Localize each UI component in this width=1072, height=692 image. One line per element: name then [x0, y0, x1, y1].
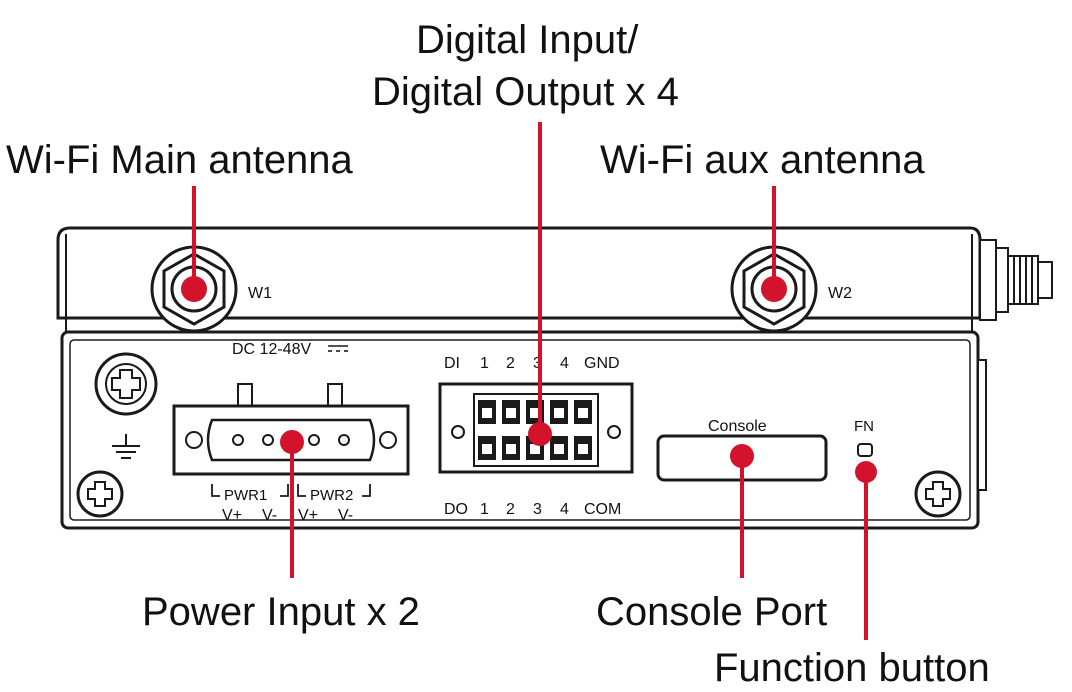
marker-power-input — [280, 430, 304, 454]
di-pin-1: 1 — [480, 355, 489, 372]
di-gnd: GND — [584, 355, 620, 372]
do-pin-3: 3 — [533, 501, 542, 518]
pwr-pin-1: V+ — [222, 507, 242, 524]
pwr2-label: PWR2 — [310, 487, 353, 504]
di-label: DI — [444, 355, 460, 372]
callout-wifi-main: Wi-Fi Main antenna — [6, 138, 353, 182]
do-pin-1: 1 — [480, 501, 489, 518]
pwr-pin-3: V+ — [298, 507, 318, 524]
di-pin-4: 4 — [560, 355, 569, 372]
fn-label: FN — [854, 418, 874, 435]
do-pin-2: 2 — [506, 501, 515, 518]
marker-console-port — [730, 444, 754, 468]
console-label: Console — [708, 418, 767, 435]
di-pin-3: 3 — [533, 355, 542, 372]
screw-bottom-left — [76, 470, 124, 518]
pwr-pin-2: V- — [262, 507, 277, 524]
callout-digital-io-line2: Digital Output x 4 — [372, 70, 679, 114]
w2-label: W2 — [828, 285, 852, 302]
side-bracket — [977, 359, 987, 491]
device-body-inner — [69, 339, 971, 521]
callout-markers — [181, 276, 877, 483]
dc-symbol-icon — [328, 345, 348, 352]
di-pin-2: 2 — [506, 355, 515, 372]
callout-wifi-aux: Wi-Fi aux antenna — [600, 138, 925, 182]
marker-wifi-main — [181, 276, 207, 302]
do-label: DO — [444, 501, 468, 518]
w1-label: W1 — [248, 285, 272, 302]
pwr-brackets — [211, 484, 371, 497]
ground-symbol-icon — [112, 434, 140, 459]
fn-button-outline — [857, 443, 873, 457]
callout-digital-io-line1: Digital Input/ — [416, 18, 639, 62]
callout-leaders — [192, 122, 868, 640]
do-com: COM — [584, 501, 621, 518]
pwr1-label: PWR1 — [224, 487, 267, 504]
do-pin-4: 4 — [560, 501, 569, 518]
callout-function-button: Function button — [714, 646, 990, 690]
marker-function-button — [855, 461, 877, 483]
screw-bottom-right — [914, 470, 962, 518]
marker-wifi-aux — [761, 276, 787, 302]
callout-power-input: Power Input x 2 — [142, 590, 420, 634]
pwr-pin-4: V- — [338, 507, 353, 524]
ground-screw — [94, 352, 158, 416]
marker-digital-io — [528, 422, 552, 446]
dc-rating-label: DC 12-48V — [232, 341, 311, 358]
side-sma-connector — [979, 239, 1053, 321]
callout-console-port: Console Port — [596, 590, 828, 634]
